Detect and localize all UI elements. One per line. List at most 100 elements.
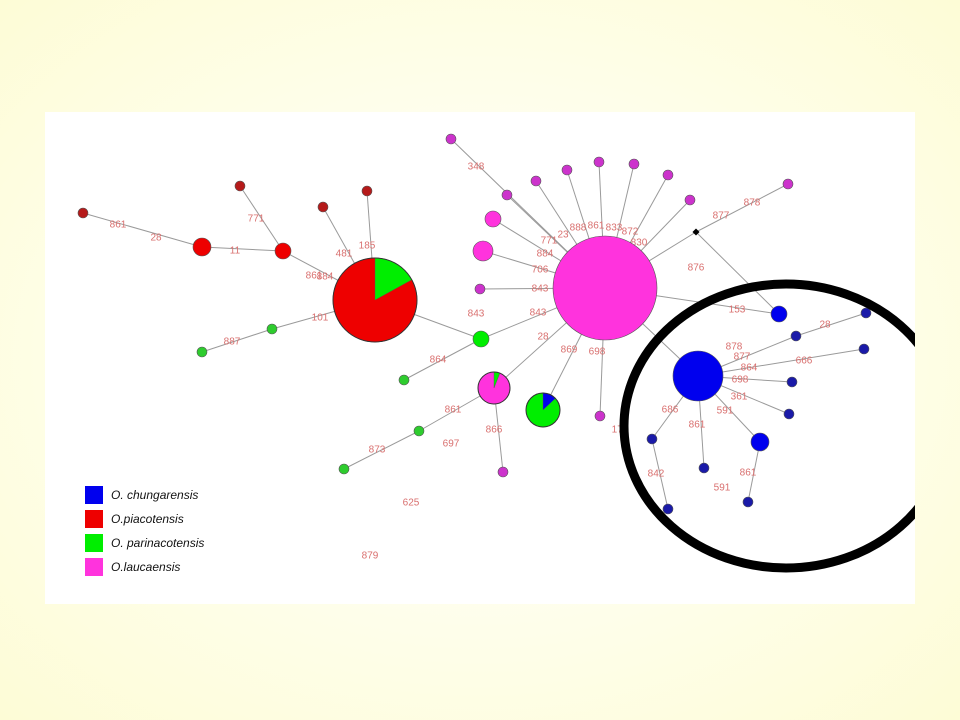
haplotype-node: [445, 133, 457, 145]
mutation-label: 361: [731, 392, 748, 403]
mutation-label: 873: [369, 445, 386, 456]
haplotype-node: [750, 432, 770, 452]
mutation-label: 28: [150, 233, 162, 244]
mutation-label: 877: [713, 211, 730, 222]
haplotype-node: [790, 330, 802, 342]
mutation-label: 771: [541, 236, 558, 247]
mutation-label: 348: [468, 162, 485, 173]
mutation-label: 11: [230, 246, 241, 257]
mutation-label: 591: [714, 483, 731, 494]
network-edge: [695, 231, 780, 315]
haplotype-node: [474, 283, 486, 295]
haplotype-node: [594, 410, 606, 422]
haplotype-node: [770, 305, 788, 323]
haplotype-node: [783, 408, 795, 420]
haplotype-node: [77, 207, 89, 219]
mutation-label: 706: [532, 265, 549, 276]
mutation-label: 887: [224, 337, 241, 348]
haplotype-node: [858, 343, 870, 355]
mutation-label: 771: [248, 214, 265, 225]
mutation-label: 698: [589, 347, 606, 358]
mutation-label: 698: [732, 375, 749, 386]
mutation-label: 153: [729, 305, 746, 316]
haplotype-node: [552, 235, 658, 341]
mutation-label: 888: [570, 223, 587, 234]
legend-swatch-piacotensis: [85, 510, 103, 528]
mutation-label: 842: [648, 469, 665, 480]
mutation-label: 28: [819, 320, 831, 331]
legend-label: O. parinacotensis: [111, 536, 205, 550]
haplotype-node: [266, 323, 278, 335]
network-edge: [697, 348, 865, 377]
haplotype-node: [338, 463, 350, 475]
mutation-label: 866: [486, 425, 503, 436]
mutation-label: 872: [622, 227, 639, 238]
mutation-label: 884: [317, 272, 334, 283]
mutation-label: 878: [726, 342, 743, 353]
mutation-label: 879: [362, 551, 379, 562]
haplotype-node: [672, 350, 724, 402]
highlight-ellipse: [619, 279, 915, 573]
mutation-label: 864: [741, 363, 758, 374]
haplotype-node: [662, 503, 674, 515]
haplotype-node: [561, 164, 573, 176]
network-edge: [403, 338, 482, 381]
mutation-label: 843: [468, 309, 485, 320]
network-edge: [651, 438, 669, 510]
haplotype-node: [684, 194, 696, 206]
haplotype-node: [782, 178, 794, 190]
haplotype-node: [742, 496, 754, 508]
mutation-label: 185: [359, 241, 376, 252]
haplotype-node: [530, 175, 542, 187]
haplotype-node: [274, 242, 292, 260]
haplotype-node: [497, 466, 509, 478]
mutation-label: 884: [537, 249, 554, 260]
mutation-label: 877: [734, 352, 751, 363]
haplotype-node-outline: [477, 371, 511, 405]
haplotype-node: [628, 158, 640, 170]
mutation-label: 686: [662, 405, 679, 416]
mutation-label: 861: [445, 405, 462, 416]
legend-swatch-laucaensis: [85, 558, 103, 576]
haplotype-node-outline: [525, 392, 561, 428]
haplotype-node: [662, 169, 674, 181]
network-edge: [747, 441, 761, 503]
legend-label: O.laucaensis: [111, 560, 181, 574]
median-vector: [692, 228, 700, 236]
legend-label: O.piacotensis: [111, 512, 184, 526]
mutation-label: 833: [606, 223, 623, 234]
haplotype-node: [234, 180, 246, 192]
network-edge: [695, 183, 789, 233]
network-edge: [343, 430, 420, 470]
mutation-label: 869: [561, 345, 578, 356]
mutation-label: 28: [537, 332, 549, 343]
haplotype-node: [786, 376, 798, 388]
mutation-label: 861: [110, 220, 127, 231]
network-edge: [82, 212, 203, 248]
mutation-label: 625: [403, 498, 420, 509]
mutation-label: 23: [557, 230, 569, 241]
haplotype-node: [484, 210, 502, 228]
haplotype-node-outline: [332, 257, 418, 343]
haplotype-node: [472, 240, 494, 262]
haplotype-node: [413, 425, 425, 437]
haplotype-node: [361, 185, 373, 197]
mutation-label: 864: [430, 355, 447, 366]
mutation-label: 861: [740, 468, 757, 479]
network-edge: [201, 328, 273, 353]
mutation-label: 101: [312, 313, 329, 324]
mutation-label: 861: [306, 271, 323, 282]
mutation-label: 876: [688, 263, 705, 274]
mutation-label: 830: [631, 238, 648, 249]
haplotype-node: [698, 462, 710, 474]
mutation-label: 843: [530, 308, 547, 319]
haplotype-node: [472, 330, 490, 348]
mutation-label: 591: [717, 406, 734, 417]
mutation-label: 666: [796, 356, 813, 367]
network-edge: [239, 185, 284, 252]
mutation-label: 878: [744, 198, 761, 209]
haplotype-node: [196, 346, 208, 358]
haplotype-node: [398, 374, 410, 386]
